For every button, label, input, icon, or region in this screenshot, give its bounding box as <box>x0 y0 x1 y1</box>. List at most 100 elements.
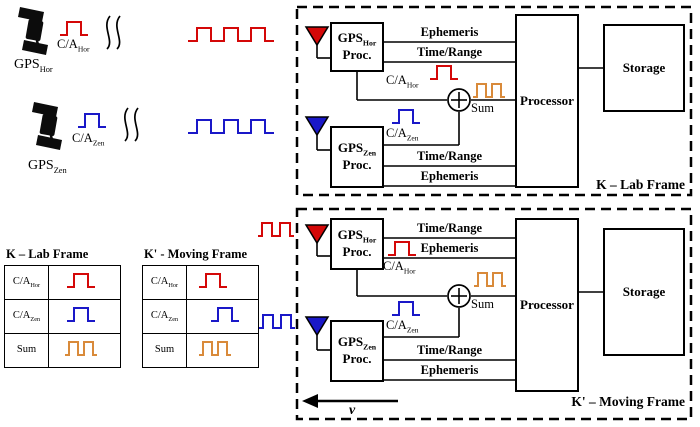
proc-box-line2: Proc. <box>342 351 372 367</box>
proc-box-line2: Proc. <box>342 157 372 173</box>
gps-hor-proc-box: GPSHor Proc. <box>330 22 384 72</box>
signal-break-icon <box>124 107 139 142</box>
proc-box-line1: GPSZen <box>337 139 377 159</box>
sum-junction-icon <box>447 88 471 112</box>
moving-ca-zen-pulse-icon <box>391 301 421 316</box>
bus-label: Ephemeris <box>420 169 479 183</box>
proc-box-subscript: Zen <box>363 148 377 158</box>
proc-box-name: GPS <box>337 29 363 45</box>
pulse-icon <box>65 273 96 288</box>
hor-antenna-icon <box>304 26 330 47</box>
row-label: C/A <box>12 275 31 287</box>
sum-junction-icon <box>447 284 471 308</box>
ca-hor-label: C/AHor <box>386 73 419 90</box>
moving-frame-title: K' – Moving Frame <box>571 394 685 409</box>
table-row: C/AZen <box>4 299 121 334</box>
waveform <box>65 307 96 322</box>
velocity-arrow <box>302 394 398 408</box>
gps-zen-proc-box: GPSZen Proc. <box>330 126 384 188</box>
row-label-sub: Hor <box>168 282 179 290</box>
lab-frame-title: K – Lab Frame <box>596 177 685 192</box>
row-waveform-cell <box>186 299 259 334</box>
code-subscript: Zen <box>406 325 419 335</box>
lab-frame-wires <box>316 41 603 187</box>
moving-frame-table: K' - Moving Frame C/AHor C/AZen Sum <box>142 247 259 368</box>
proc-box-subscript: Zen <box>363 342 377 352</box>
gps-hor-satellite-icon <box>16 5 50 57</box>
moving-hor-input-train-icon <box>257 222 295 237</box>
sat-name: GPS <box>14 57 40 72</box>
row-label: C/A <box>150 309 169 321</box>
storage-box: Storage <box>603 24 685 112</box>
sat-subscript: Hor <box>39 64 53 74</box>
table-row: C/AZen <box>142 299 259 334</box>
zen-antenna-icon <box>304 316 330 337</box>
hor-pulse-train-icon <box>187 27 275 42</box>
row-label: Sum <box>16 343 37 355</box>
gps-zen-satellite-icon <box>30 100 64 152</box>
code-name: C/A <box>386 73 407 87</box>
code-subscript: Hor <box>77 44 90 54</box>
row-label: C/A <box>150 275 169 287</box>
row-label-sub: Zen <box>30 316 41 324</box>
processor-box: Processor <box>515 218 579 392</box>
row-label-sub: Zen <box>168 316 179 324</box>
row-label: Sum <box>154 343 175 355</box>
waveform <box>65 273 96 288</box>
row-waveform-cell <box>186 333 259 368</box>
row-waveform-cell <box>48 299 121 334</box>
pulse-icon <box>63 341 98 356</box>
moving-frame-border <box>295 207 693 421</box>
proc-box-line1: GPSHor <box>337 29 377 49</box>
gps-zen-label: GPSZen <box>28 158 67 175</box>
bus-label: Ephemeris <box>420 241 479 255</box>
bus-label: Time/Range <box>416 221 483 235</box>
pulse-icon <box>197 341 232 356</box>
code-subscript: Hor <box>403 266 416 276</box>
proc-box-line2: Proc. <box>342 244 372 260</box>
ca-zen-label: C/AZen <box>386 126 419 143</box>
table-row: Sum <box>4 333 121 368</box>
waveform <box>197 273 228 288</box>
sum-label: Sum <box>471 101 494 115</box>
lab-frame-table: K – Lab Frame C/AHor C/AZen Sum <box>4 247 121 368</box>
code-name: C/A <box>386 126 407 140</box>
table-row: C/AHor <box>4 265 121 300</box>
proc-box-name: GPS <box>337 139 364 155</box>
hor-antenna-icon <box>304 224 330 245</box>
table-title: K – Lab Frame <box>6 247 89 261</box>
row-label-cell: Sum <box>4 333 49 368</box>
table-grid: C/AHor C/AZen Sum <box>142 265 259 368</box>
moving-sum-pulse-icon <box>473 272 507 287</box>
row-waveform-cell <box>186 265 259 300</box>
waveform <box>63 341 98 356</box>
row-label: C/A <box>12 309 31 321</box>
waveform <box>209 307 240 322</box>
bus-label: Time/Range <box>416 149 483 163</box>
processor-box: Processor <box>515 14 579 188</box>
ca-hor-source-label: C/AHor <box>57 37 90 54</box>
row-label-cell: C/AHor <box>4 265 49 300</box>
lab-ca-zen-pulse-icon <box>391 109 421 124</box>
row-label-cell: Sum <box>142 333 187 368</box>
row-waveform-cell <box>48 265 121 300</box>
code-name: C/A <box>386 318 407 332</box>
proc-box-name: GPS <box>337 226 363 242</box>
row-label-cell: C/AZen <box>4 299 49 334</box>
ca-zen-source-label: C/AZen <box>72 131 105 148</box>
lab-sum-pulse-icon <box>472 83 506 98</box>
row-waveform-cell <box>48 333 121 368</box>
row-label-cell: C/AZen <box>142 299 187 334</box>
table-row: C/AHor <box>142 265 259 300</box>
row-label-cell: C/AHor <box>142 265 187 300</box>
sat-name: GPS <box>28 158 54 173</box>
ca-zen-label: C/AZen <box>386 318 419 335</box>
proc-box-subscript: Hor <box>362 38 377 48</box>
lab-ca-hor-pulse-icon <box>429 65 459 80</box>
proc-box-name: GPS <box>337 333 364 349</box>
signal-break-icon <box>106 15 121 50</box>
code-subscript: Zen <box>406 133 419 143</box>
proc-box-line1: GPSHor <box>337 226 377 246</box>
